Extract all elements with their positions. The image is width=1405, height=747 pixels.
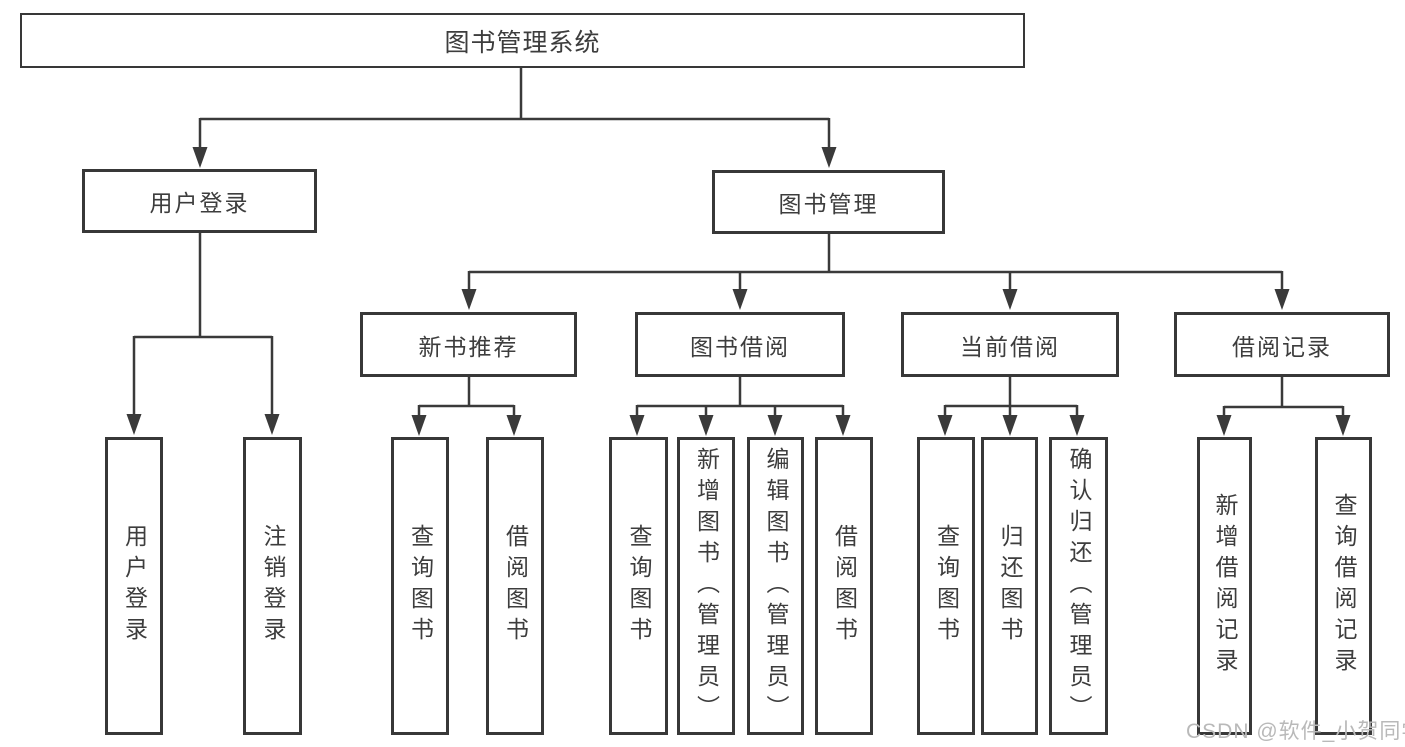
leaf-label: 查询图书 — [407, 524, 434, 648]
arrow-down-icon — [767, 415, 783, 436]
node-new-book-recommend: 新书推荐 — [360, 312, 577, 377]
arrow-down-icon — [126, 414, 142, 435]
leaf-query-books-recommend: 查询图书 — [391, 437, 449, 735]
leaf-label: 用户登录 — [121, 524, 148, 648]
connector-current — [943, 377, 1079, 417]
connector-root — [198, 68, 831, 150]
connector-user-login — [132, 233, 274, 416]
arrow-down-icon — [937, 415, 953, 436]
connector-records — [1222, 377, 1345, 417]
leaf-label: 查询图书 — [933, 524, 960, 648]
node-current-borrow: 当前借阅 — [901, 312, 1119, 377]
leaf-logout: 注销登录 — [243, 437, 302, 735]
arrow-down-icon — [1274, 289, 1290, 310]
leaf-confirm-return-admin: 确认归还（管理员） — [1049, 437, 1108, 735]
arrow-down-icon — [1069, 415, 1085, 436]
arrow-down-icon — [192, 147, 208, 168]
node-borrow-records: 借阅记录 — [1174, 312, 1390, 377]
arrow-down-icon — [732, 289, 748, 310]
leaf-add-borrow-record: 新增借阅记录 — [1197, 437, 1252, 735]
arrow-down-icon — [821, 147, 837, 168]
arrow-down-icon — [411, 415, 427, 436]
leaf-label: 查询图书 — [626, 524, 652, 648]
arrow-down-icon — [1002, 415, 1018, 436]
leaf-label: 归还图书 — [997, 524, 1023, 648]
leaf-query-books-borrow: 查询图书 — [609, 437, 668, 735]
leaf-label: 借阅图书 — [831, 524, 858, 648]
arrow-down-icon — [698, 415, 714, 436]
connector-book-management — [467, 234, 1284, 291]
arrow-down-icon — [506, 415, 522, 436]
connector-borrow — [635, 377, 845, 417]
leaf-label: 查询借阅记录 — [1331, 493, 1357, 679]
leaf-query-books-current: 查询图书 — [917, 437, 975, 735]
arrow-down-icon — [629, 415, 645, 436]
node-book-management: 图书管理 — [712, 170, 945, 234]
leaf-label: 注销登录 — [260, 524, 286, 648]
leaf-user-login: 用户登录 — [105, 437, 163, 735]
arrow-down-icon — [1335, 415, 1351, 436]
watermark: CSDN @软件_小贺同学 — [1186, 720, 1405, 743]
node-root: 图书管理系统 — [20, 13, 1025, 68]
leaf-return-books: 归还图书 — [981, 437, 1038, 735]
connector-new-book — [417, 377, 516, 417]
arrowheads — [126, 147, 1351, 436]
leaf-label: 确认归还（管理员） — [1066, 446, 1092, 726]
arrow-down-icon — [1002, 289, 1018, 310]
arrow-down-icon — [835, 415, 851, 436]
leaf-add-books-admin: 新增图书（管理员） — [677, 437, 735, 735]
leaf-query-borrow-record: 查询借阅记录 — [1315, 437, 1372, 735]
arrow-down-icon — [1216, 415, 1232, 436]
leaf-label: 借阅图书 — [502, 524, 529, 648]
node-book-borrow: 图书借阅 — [635, 312, 845, 377]
leaf-label: 编辑图书（管理员） — [763, 446, 789, 726]
leaf-label: 新增图书（管理员） — [693, 446, 720, 726]
leaf-borrow-books: 借阅图书 — [815, 437, 873, 735]
leaf-edit-books-admin: 编辑图书（管理员） — [747, 437, 804, 735]
arrow-down-icon — [461, 289, 477, 310]
node-user-login: 用户登录 — [82, 169, 317, 233]
leaf-label: 新增借阅记录 — [1212, 493, 1238, 679]
leaf-borrow-books-recommend: 借阅图书 — [486, 437, 544, 735]
arrow-down-icon — [264, 414, 280, 435]
